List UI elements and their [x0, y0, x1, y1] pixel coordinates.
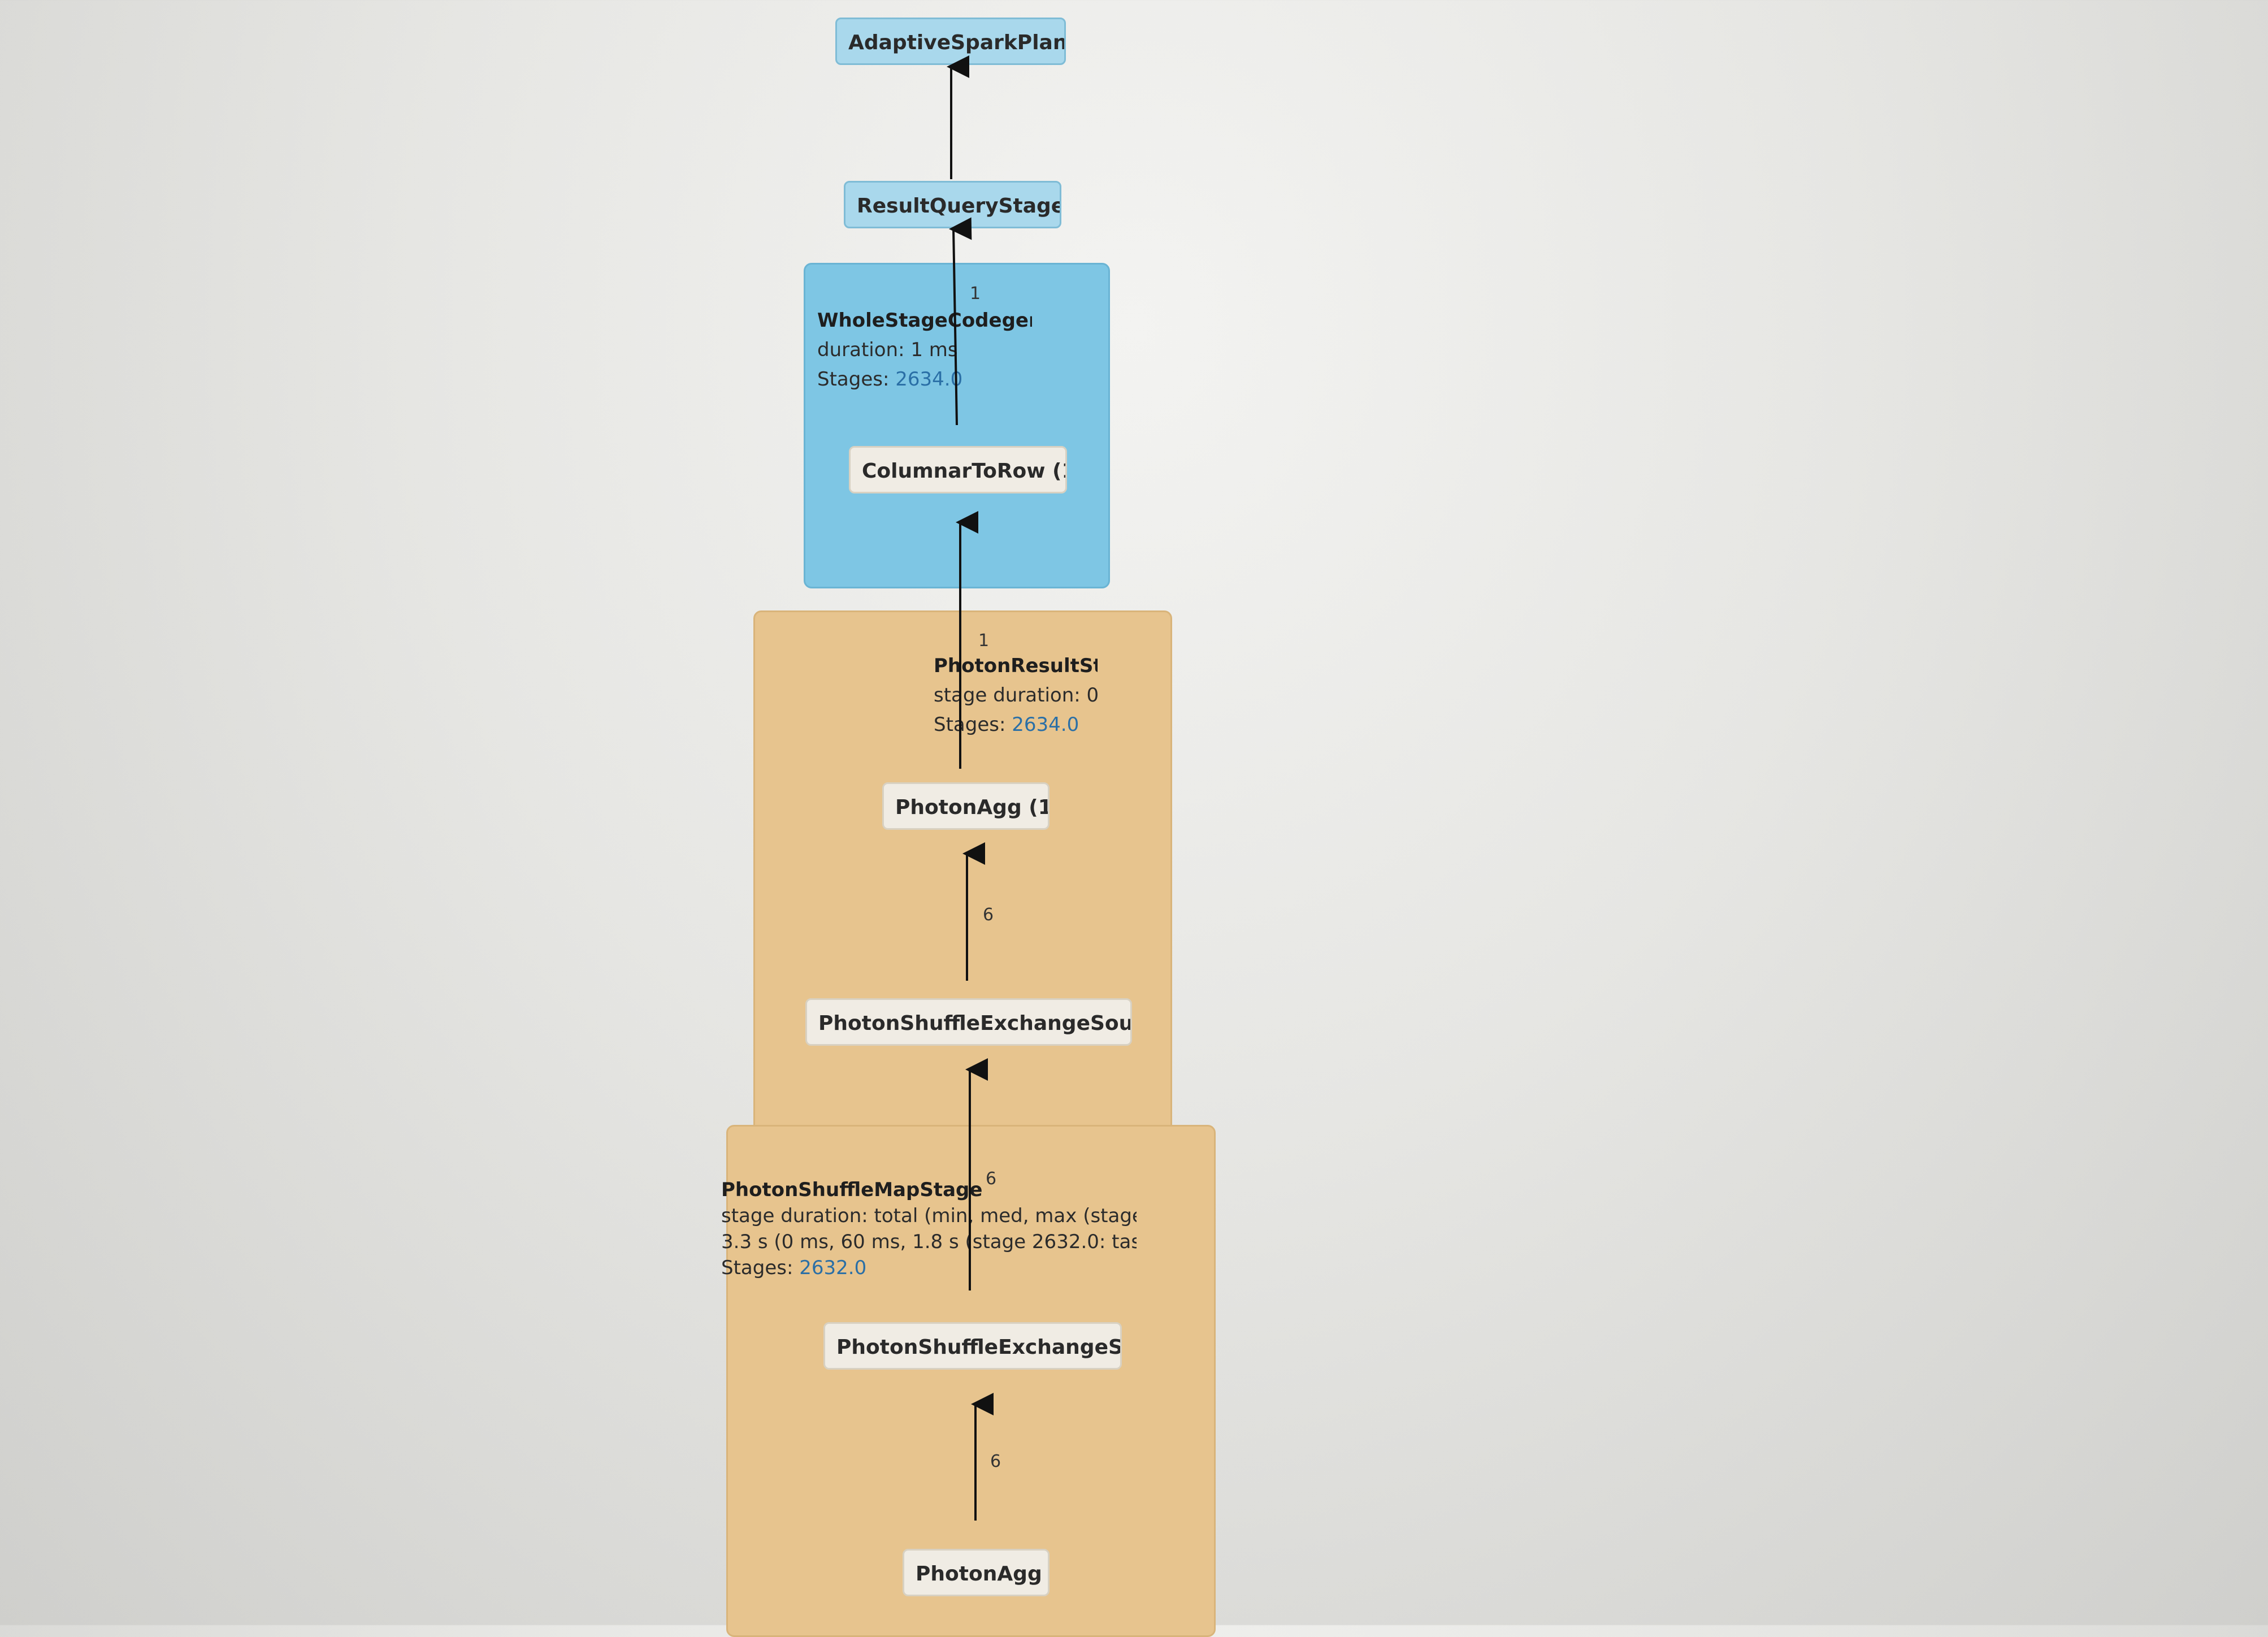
whole-stage-codegen-cluster[interactable]	[804, 263, 1110, 588]
photon-shuffle-map-stage-duration-header: stage duration: total (min, med, max (st…	[721, 1205, 1137, 1227]
node-photon-shuffle-exchange-source[interactable]: PhotonShuffleExchangeSource (1	[805, 998, 1132, 1046]
stage-link[interactable]: 2632.0	[799, 1257, 867, 1279]
photon-shuffle-map-stage-stages: Stages: 2632.0	[721, 1257, 867, 1279]
node-columnar-to-row[interactable]: ColumnarToRow (16	[849, 446, 1067, 493]
photon-shuffle-map-stage-duration-values: 3.3 s (0 ms, 60 ms, 1.8 s (stage 2632.0:…	[721, 1231, 1137, 1253]
edge-label-map-stage-to-exchange-source: 6	[986, 1169, 997, 1189]
photon-result-stage-cluster[interactable]	[753, 610, 1172, 1137]
whole-stage-codegen-title: WholeStageCodegen (	[817, 309, 1032, 332]
stage-link[interactable]: 2634.0	[895, 368, 963, 391]
stage-link[interactable]: 2634.0	[1012, 713, 1079, 736]
whole-stage-codegen-info: WholeStageCodegen ( duration: 1 ms Stage…	[817, 306, 1032, 394]
whole-stage-codegen-stages: Stages: 2634.0	[817, 368, 963, 391]
node-photon-shuffle-exchange-sink[interactable]: PhotonShuffleExchangeSink (1	[823, 1322, 1122, 1370]
photon-result-stage-stages: Stages: 2634.0	[934, 713, 1079, 736]
node-photon-agg-14[interactable]: PhotonAgg (14)	[882, 782, 1050, 830]
edge-label-codegen-to-result: 1	[970, 284, 981, 304]
photon-shuffle-map-stage-title: PhotonShuffleMapStage	[721, 1179, 983, 1201]
edge-label-result-stage-to-columnar: 1	[978, 631, 990, 651]
node-photon-agg-9[interactable]: PhotonAgg (9)	[903, 1549, 1050, 1596]
edge-label-exchange-source-to-agg14: 6	[983, 905, 994, 925]
whole-stage-codegen-duration: duration: 1 ms	[817, 339, 958, 361]
edge-label-agg9-to-exchange-sink: 6	[990, 1452, 1001, 1471]
photon-shuffle-map-stage-info: PhotonShuffleMapStage stage duration: to…	[721, 1177, 1137, 1281]
edge-codegen-to-result	[949, 217, 972, 426]
